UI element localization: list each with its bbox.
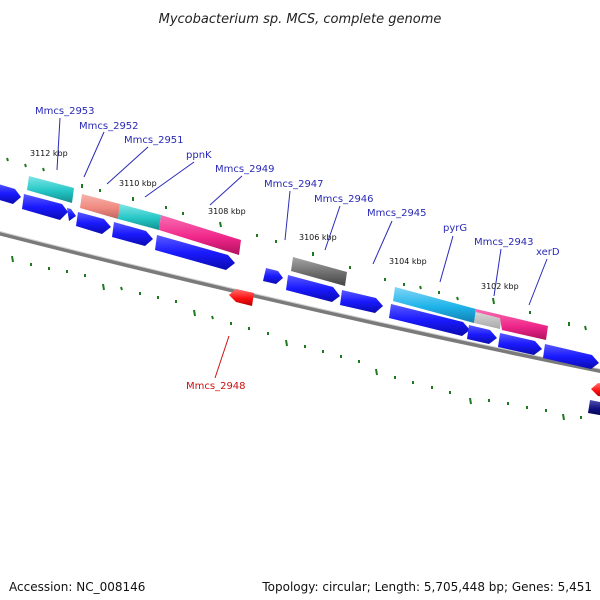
- scale-label: 3106 kbp: [299, 233, 337, 242]
- gene-Mmcs_2947-feature[interactable]: [291, 257, 347, 286]
- scale-label: 3112 kbp: [30, 149, 68, 158]
- topology-label: Topology: circular; Length: 5,705,448 bp…: [262, 580, 592, 594]
- scale-label: 3102 kbp: [481, 282, 519, 291]
- gene-label-Mmcs_2943[interactable]: Mmcs_2943: [474, 237, 534, 248]
- gene-Mmcs_2943-feature[interactable]: [476, 309, 548, 340]
- cds-arrow[interactable]: [22, 194, 68, 220]
- gene-label-Mmcs_2952[interactable]: Mmcs_2952: [79, 121, 139, 132]
- gene-Mmcs_2953-feature[interactable]: [27, 176, 74, 203]
- gene-Mmcs_2952-feature[interactable]: [80, 194, 120, 219]
- cds-arrow[interactable]: [0, 183, 21, 204]
- scale-label: 3110 kbp: [119, 179, 157, 188]
- cds-arrow[interactable]: [76, 212, 111, 234]
- gene-label-xerD[interactable]: xerD: [536, 247, 560, 258]
- outer-ticks: [6, 157, 587, 331]
- cds-arrow[interactable]: [340, 290, 383, 313]
- cds-arrow[interactable]: [467, 325, 497, 344]
- gene-pyrG-feature[interactable]: [393, 287, 476, 323]
- gene-Mmcs_2951-feature[interactable]: [118, 204, 161, 230]
- cds-arrow[interactable]: [498, 333, 542, 355]
- gene-labels: Mmcs_2953 Mmcs_2952 Mmcs_2951 ppnK Mmcs_…: [35, 106, 560, 392]
- cds-arrow-reverse[interactable]: [588, 400, 600, 416]
- cds-arrow[interactable]: [112, 222, 153, 246]
- cds-arrow[interactable]: [263, 268, 283, 284]
- label-leaders: [56, 117, 548, 379]
- cds-arrow[interactable]: [67, 208, 76, 221]
- gene-label-Mmcs_2953[interactable]: Mmcs_2953: [35, 106, 95, 117]
- inner-ticks: [11, 255, 582, 421]
- cds-track: [0, 183, 600, 416]
- cds-arrow[interactable]: [389, 304, 470, 336]
- cds-arrow-reverse[interactable]: [591, 383, 600, 397]
- gene-label-Mmcs_2951[interactable]: Mmcs_2951: [124, 135, 184, 146]
- cds-arrow-reverse[interactable]: [229, 289, 254, 306]
- cds-arrow[interactable]: [155, 235, 235, 270]
- genome-backbone: [0, 231, 600, 374]
- gene-label-Mmcs_2949[interactable]: Mmcs_2949: [215, 164, 275, 175]
- accession-label: Accession: NC_008146: [9, 580, 146, 594]
- scale-labels: 3112 kbp 3110 kbp 3108 kbp 3106 kbp 3104…: [30, 149, 519, 291]
- gene-label-Mmcs_2945[interactable]: Mmcs_2945: [367, 208, 427, 219]
- gene-label-Mmcs_2947[interactable]: Mmcs_2947: [264, 179, 324, 190]
- cds-arrow[interactable]: [286, 275, 340, 302]
- gene-label-ppnK[interactable]: ppnK: [186, 150, 212, 161]
- gene-label-pyrG[interactable]: pyrG: [443, 223, 467, 234]
- map-title: Mycobacterium sp. MCS, complete genome: [159, 12, 442, 27]
- gene-ppnK-feature[interactable]: [159, 215, 241, 255]
- cds-arrow[interactable]: [543, 344, 599, 369]
- gene-label-Mmcs_2946[interactable]: Mmcs_2946: [314, 194, 374, 205]
- outer-feature-track: [27, 176, 548, 340]
- gene-label-Mmcs_2948[interactable]: Mmcs_2948: [186, 381, 246, 392]
- genome-backbone-highlight: [0, 231, 600, 370]
- scale-label: 3104 kbp: [389, 257, 427, 266]
- scale-label: 3108 kbp: [208, 207, 246, 216]
